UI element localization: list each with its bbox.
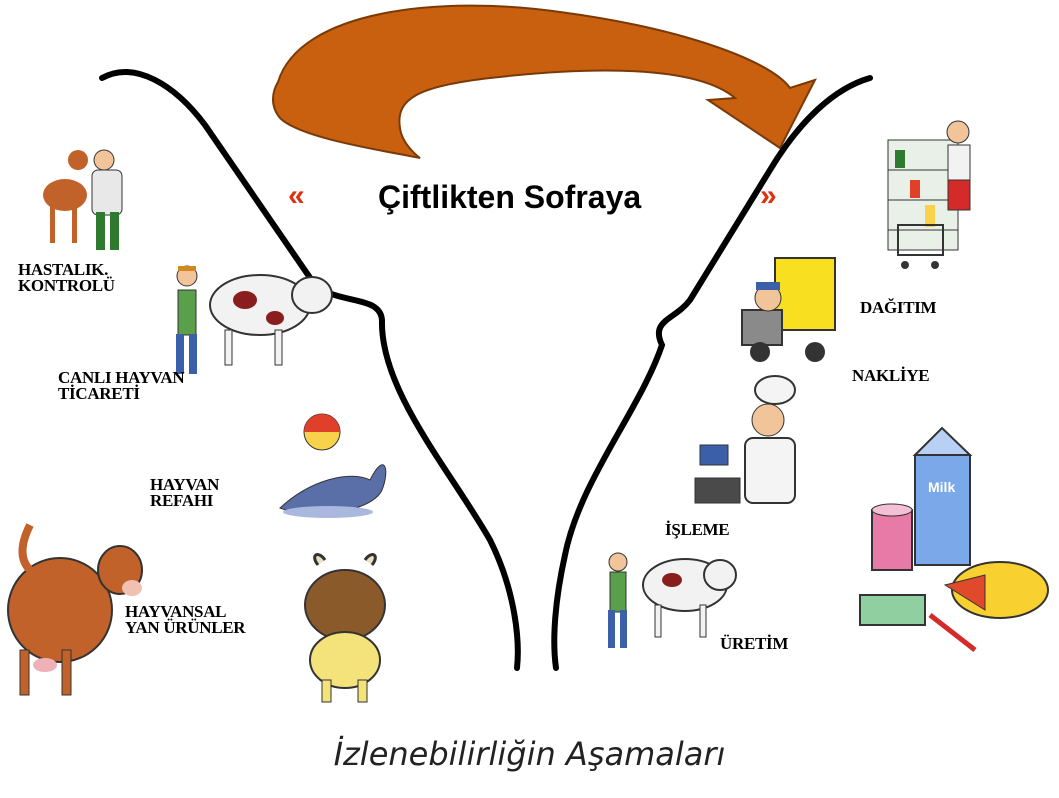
dairy-products-illustration: Milk xyxy=(859,426,1049,652)
footer-caption: İzlenebilirliğin Aşamaları xyxy=(333,735,726,773)
farmer-with-cow-illustration xyxy=(176,265,333,374)
label-animal-welfare-line2: REFAHI xyxy=(150,491,214,510)
label-live-trade: CANLI HAYVAN TİCARETİ xyxy=(58,368,185,403)
funnel-lines xyxy=(99,69,873,671)
label-animal-welfare-line1: HAYVAN xyxy=(150,475,220,494)
label-animal-byproducts-line1: HAYVANSAL xyxy=(125,602,227,621)
shopper-illustration xyxy=(887,120,971,269)
cycle-arrow xyxy=(272,4,817,159)
vet-with-calf-illustration xyxy=(43,149,123,250)
label-disease-control-line1: HASTALIK. xyxy=(18,260,109,279)
label-animal-welfare: HAYVAN REFAHI xyxy=(150,475,220,510)
label-live-trade-line1: CANLI HAYVAN xyxy=(58,368,185,387)
label-animal-byproducts-line2: YAN ÜRÜNLER xyxy=(125,618,246,637)
bull-illustration xyxy=(304,553,386,703)
label-distribution: DAĞITIM xyxy=(860,298,937,317)
funnel-left-line xyxy=(99,69,521,671)
label-live-trade-line2: TİCARETİ xyxy=(58,384,140,403)
label-transport: NAKLİYE xyxy=(852,366,930,385)
label-animal-byproducts: HAYVANSAL YAN ÜRÜNLER xyxy=(125,602,246,637)
right-marker: » xyxy=(760,179,777,212)
delivery-truck-illustration xyxy=(741,257,836,362)
label-disease-control-line2: KONTROLÜ xyxy=(18,276,115,295)
brown-cow-illustration xyxy=(7,523,143,696)
left-marker: « xyxy=(288,179,305,212)
label-disease-control: HASTALIK. KONTROLÜ xyxy=(18,260,115,295)
diagram-title: Çiftlikten Sofraya xyxy=(378,179,641,215)
milk-carton-text: Milk xyxy=(928,479,955,495)
chef-illustration xyxy=(694,375,796,504)
seal-with-ball-illustration xyxy=(279,413,387,518)
funnel-right-line xyxy=(551,75,873,671)
label-processing: İŞLEME xyxy=(665,520,730,539)
farmer-with-cow-small-illustration xyxy=(608,552,737,648)
label-production: ÜRETİM xyxy=(720,634,789,653)
